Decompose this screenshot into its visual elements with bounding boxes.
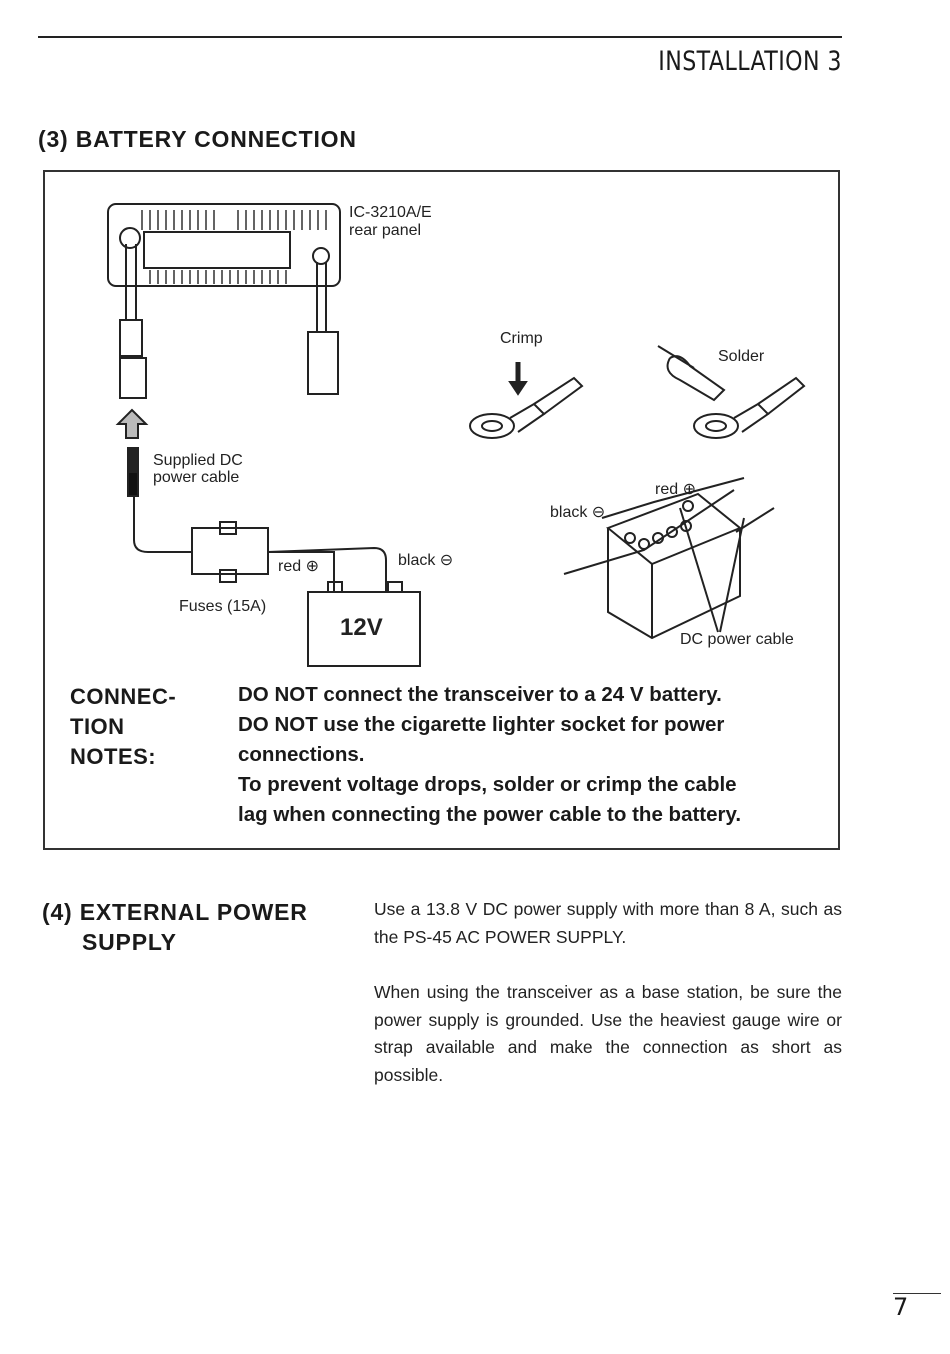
- power-supply-paragraph: Use a 13.8 V DC power supply with more t…: [374, 899, 842, 947]
- solder-label: Solder: [718, 348, 765, 365]
- heatsink-fins: [141, 210, 327, 284]
- soldering-iron: [666, 355, 726, 402]
- rig-plug-left: [119, 319, 143, 357]
- rig-plug-right: [307, 331, 339, 395]
- dc-cable-pointer: [679, 507, 719, 633]
- fuse-holder-lower: [219, 569, 237, 583]
- right-jack: [312, 247, 330, 265]
- top-rule: [38, 36, 842, 38]
- black-lead: [267, 546, 387, 592]
- battery-voltage-label: 12V: [340, 614, 383, 641]
- black-terminal-label: black ⊖: [398, 552, 454, 569]
- rear-panel-window: [143, 231, 291, 269]
- rig-label-rear-panel: rear panel: [349, 222, 422, 239]
- battery-cable-black: [563, 489, 735, 575]
- note-line: DO NOT connect the transceiver to a 24 V…: [238, 683, 722, 706]
- cable-plug: [127, 447, 139, 473]
- notes-heading-line: TION: [70, 714, 125, 739]
- crimp-lug-ring: [469, 413, 515, 439]
- grounding-paragraph: When using the transceiver as a base sta…: [374, 982, 842, 1085]
- cable-label-line1: Supplied DC: [153, 452, 243, 469]
- notes-heading-line: CONNEC-: [70, 684, 177, 709]
- battery2-red-label: red ⊕: [655, 481, 696, 498]
- wiring-illustration: [107, 203, 806, 667]
- connection-notes-heading: CONNEC- TION NOTES:: [70, 682, 176, 772]
- battery-connection-box: [43, 170, 840, 850]
- rig-label-model: IC-3210A/E: [349, 204, 432, 221]
- page-header-title: INSTALLATION 3: [658, 46, 842, 77]
- rear-panel-outline: [107, 203, 341, 287]
- battery2-black-label: black ⊖: [550, 504, 606, 521]
- fuse-label: Fuses (15A): [179, 598, 267, 615]
- rig-connector-body: [119, 357, 147, 399]
- battery-connection-diagram: IC-3210A/E rear panel Supplied DC power …: [44, 172, 840, 672]
- crimp-label: Crimp: [500, 330, 543, 347]
- note-line: lag when connecting the power cable to t…: [238, 803, 742, 826]
- section-4-heading-line2: SUPPLY: [82, 929, 177, 955]
- fuse-holder-upper: [219, 521, 237, 535]
- notes-heading-line: NOTES:: [70, 744, 157, 769]
- cable-label-line2: power cable: [153, 469, 240, 486]
- supplied-cable: [133, 496, 269, 553]
- red-terminal-label: red ⊕: [278, 558, 319, 575]
- note-line: To prevent voltage drops, solder or crim…: [238, 773, 737, 796]
- solder-lug-ring: [693, 413, 739, 439]
- section-3-heading: (3) BATTERY CONNECTION: [38, 126, 357, 152]
- left-power-jack: [119, 227, 141, 249]
- section-4-heading-line1: (4) EXTERNAL POWER: [42, 899, 308, 925]
- page-number: 7: [893, 1293, 909, 1321]
- battery-12v: [307, 591, 421, 667]
- section-4-heading: (4) EXTERNAL POWER SUPPLY: [42, 897, 308, 957]
- dc-cable-label: DC power cable: [680, 631, 794, 648]
- page-number-rule: [893, 1293, 941, 1294]
- note-line: connections.: [238, 743, 365, 766]
- connection-notes-body: DO NOT connect the transceiver to a 24 V…: [238, 680, 818, 830]
- connect-arrow: [115, 408, 149, 439]
- note-line: DO NOT use the cigarette lighter socket …: [238, 713, 725, 736]
